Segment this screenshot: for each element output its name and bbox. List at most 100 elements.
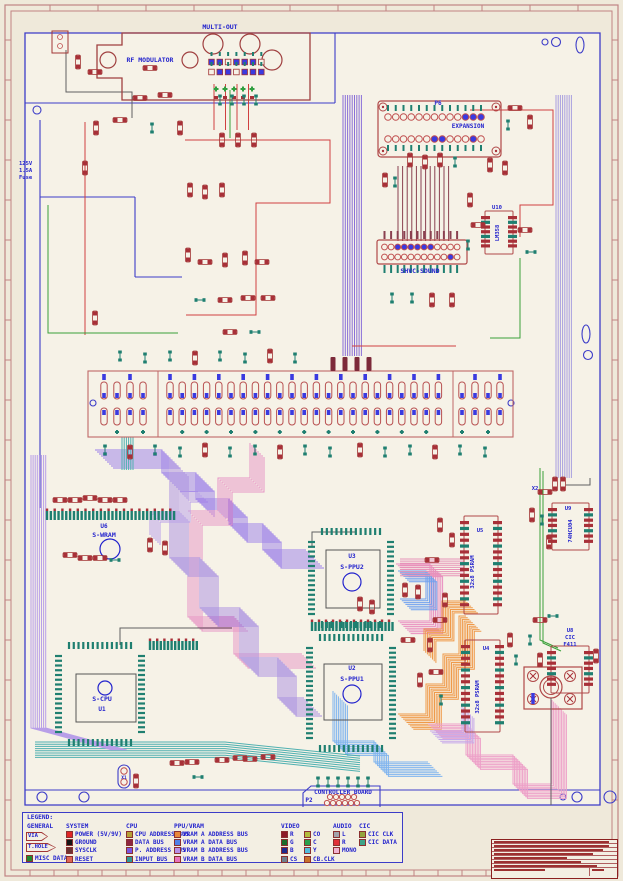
legend-item-misc-data: MISC DATA [26,855,68,862]
label-x2: X2 [532,486,539,492]
ic-u4 [461,639,504,733]
label-fuse-line2: 1.5A [19,168,33,174]
component [109,558,121,562]
title-block-row [492,852,617,856]
legend-item: Y [304,847,317,855]
ic-u3 [308,528,394,628]
component [346,776,350,788]
legend-box: LEGEND: GENERAL VIA T.HOLE MISC DATA SYS… [22,812,403,863]
component [82,495,98,501]
component [529,507,535,523]
component [528,634,532,646]
component [437,152,443,168]
component [178,446,182,458]
component [202,442,208,458]
legend-item: VRAM A ADDRESS BUS [174,830,248,838]
legend-item: R [333,838,346,846]
legend-swatch [333,847,340,855]
component [393,176,397,188]
legend-item: B [281,847,294,855]
legend-swatch [66,855,73,863]
legend-general-title: GENERAL [27,823,54,830]
component [133,773,139,789]
component [400,637,416,643]
component [184,759,200,765]
component [467,192,473,208]
component [326,776,330,788]
component [316,776,320,788]
pin-row [310,619,394,631]
legend-item: DATA BUS [126,838,164,846]
legend-column-title: SYSTEM [66,823,89,830]
component [427,637,433,653]
component [242,94,246,106]
legend-swatch [304,855,311,863]
legend-column-title: VIDEO [281,823,300,830]
legend-swatch [304,838,311,846]
legend-swatch [174,838,181,846]
component [260,754,276,760]
component [356,776,360,788]
label-s-wram: S-WRAM [92,531,116,539]
label-s-ppu2: S-PPU2 [340,563,364,571]
component [197,259,213,265]
component [260,295,276,301]
legend-item: CS [281,855,297,863]
label-expansion: EXPANSION [452,123,485,130]
component [593,648,599,664]
legend-swatch [281,855,288,863]
component [185,247,191,263]
legend-item: G [281,838,294,846]
component [410,292,414,304]
label-u9: U9 [565,506,572,512]
legend-item: VRAM B DATA BUS [174,855,237,863]
label-p6: P6 [434,100,442,107]
component [328,446,332,458]
component [428,669,444,675]
component [75,54,81,70]
label-x1: X1 [121,775,127,781]
component [449,532,455,548]
legend-column-title: CPU [126,823,138,830]
component [366,776,370,788]
component [537,652,543,668]
component [230,94,234,106]
component [218,94,222,106]
legend-swatch [66,838,73,846]
legend-item: INPUT BUS [126,855,168,863]
fiducial-rings [97,538,362,704]
component [169,760,185,766]
component [222,252,228,268]
label-u10: U10 [492,205,502,211]
component [219,132,225,148]
component [453,156,457,168]
label-u1: U1 [98,706,106,713]
component [458,444,462,456]
label-hcu04: 74HCU04 [568,519,574,543]
ic-u9 [548,502,593,551]
component [219,182,225,198]
component [82,160,88,176]
legend-item: VRAM B ADDRESS BUS [174,847,248,855]
component [390,292,394,304]
component [214,757,230,763]
pin-row [148,638,198,650]
component [442,592,448,608]
thole-tag: T.HOLE [26,843,56,852]
legend-item: CO [304,830,320,838]
label-psram-u4: 32x8 PSRAM [475,680,481,714]
title-block-row [492,848,617,852]
component [251,132,257,148]
legend-column-title: AUDIO [333,823,352,830]
crystal-x1 [117,764,131,789]
component [112,497,128,503]
component [369,599,375,615]
component [52,497,68,503]
component [93,120,99,136]
expansion-connector-p6 [377,100,502,158]
label-u5: U5 [477,528,484,534]
label-p2: P2 [305,797,313,804]
legend-swatch [174,847,181,855]
component [527,114,533,130]
